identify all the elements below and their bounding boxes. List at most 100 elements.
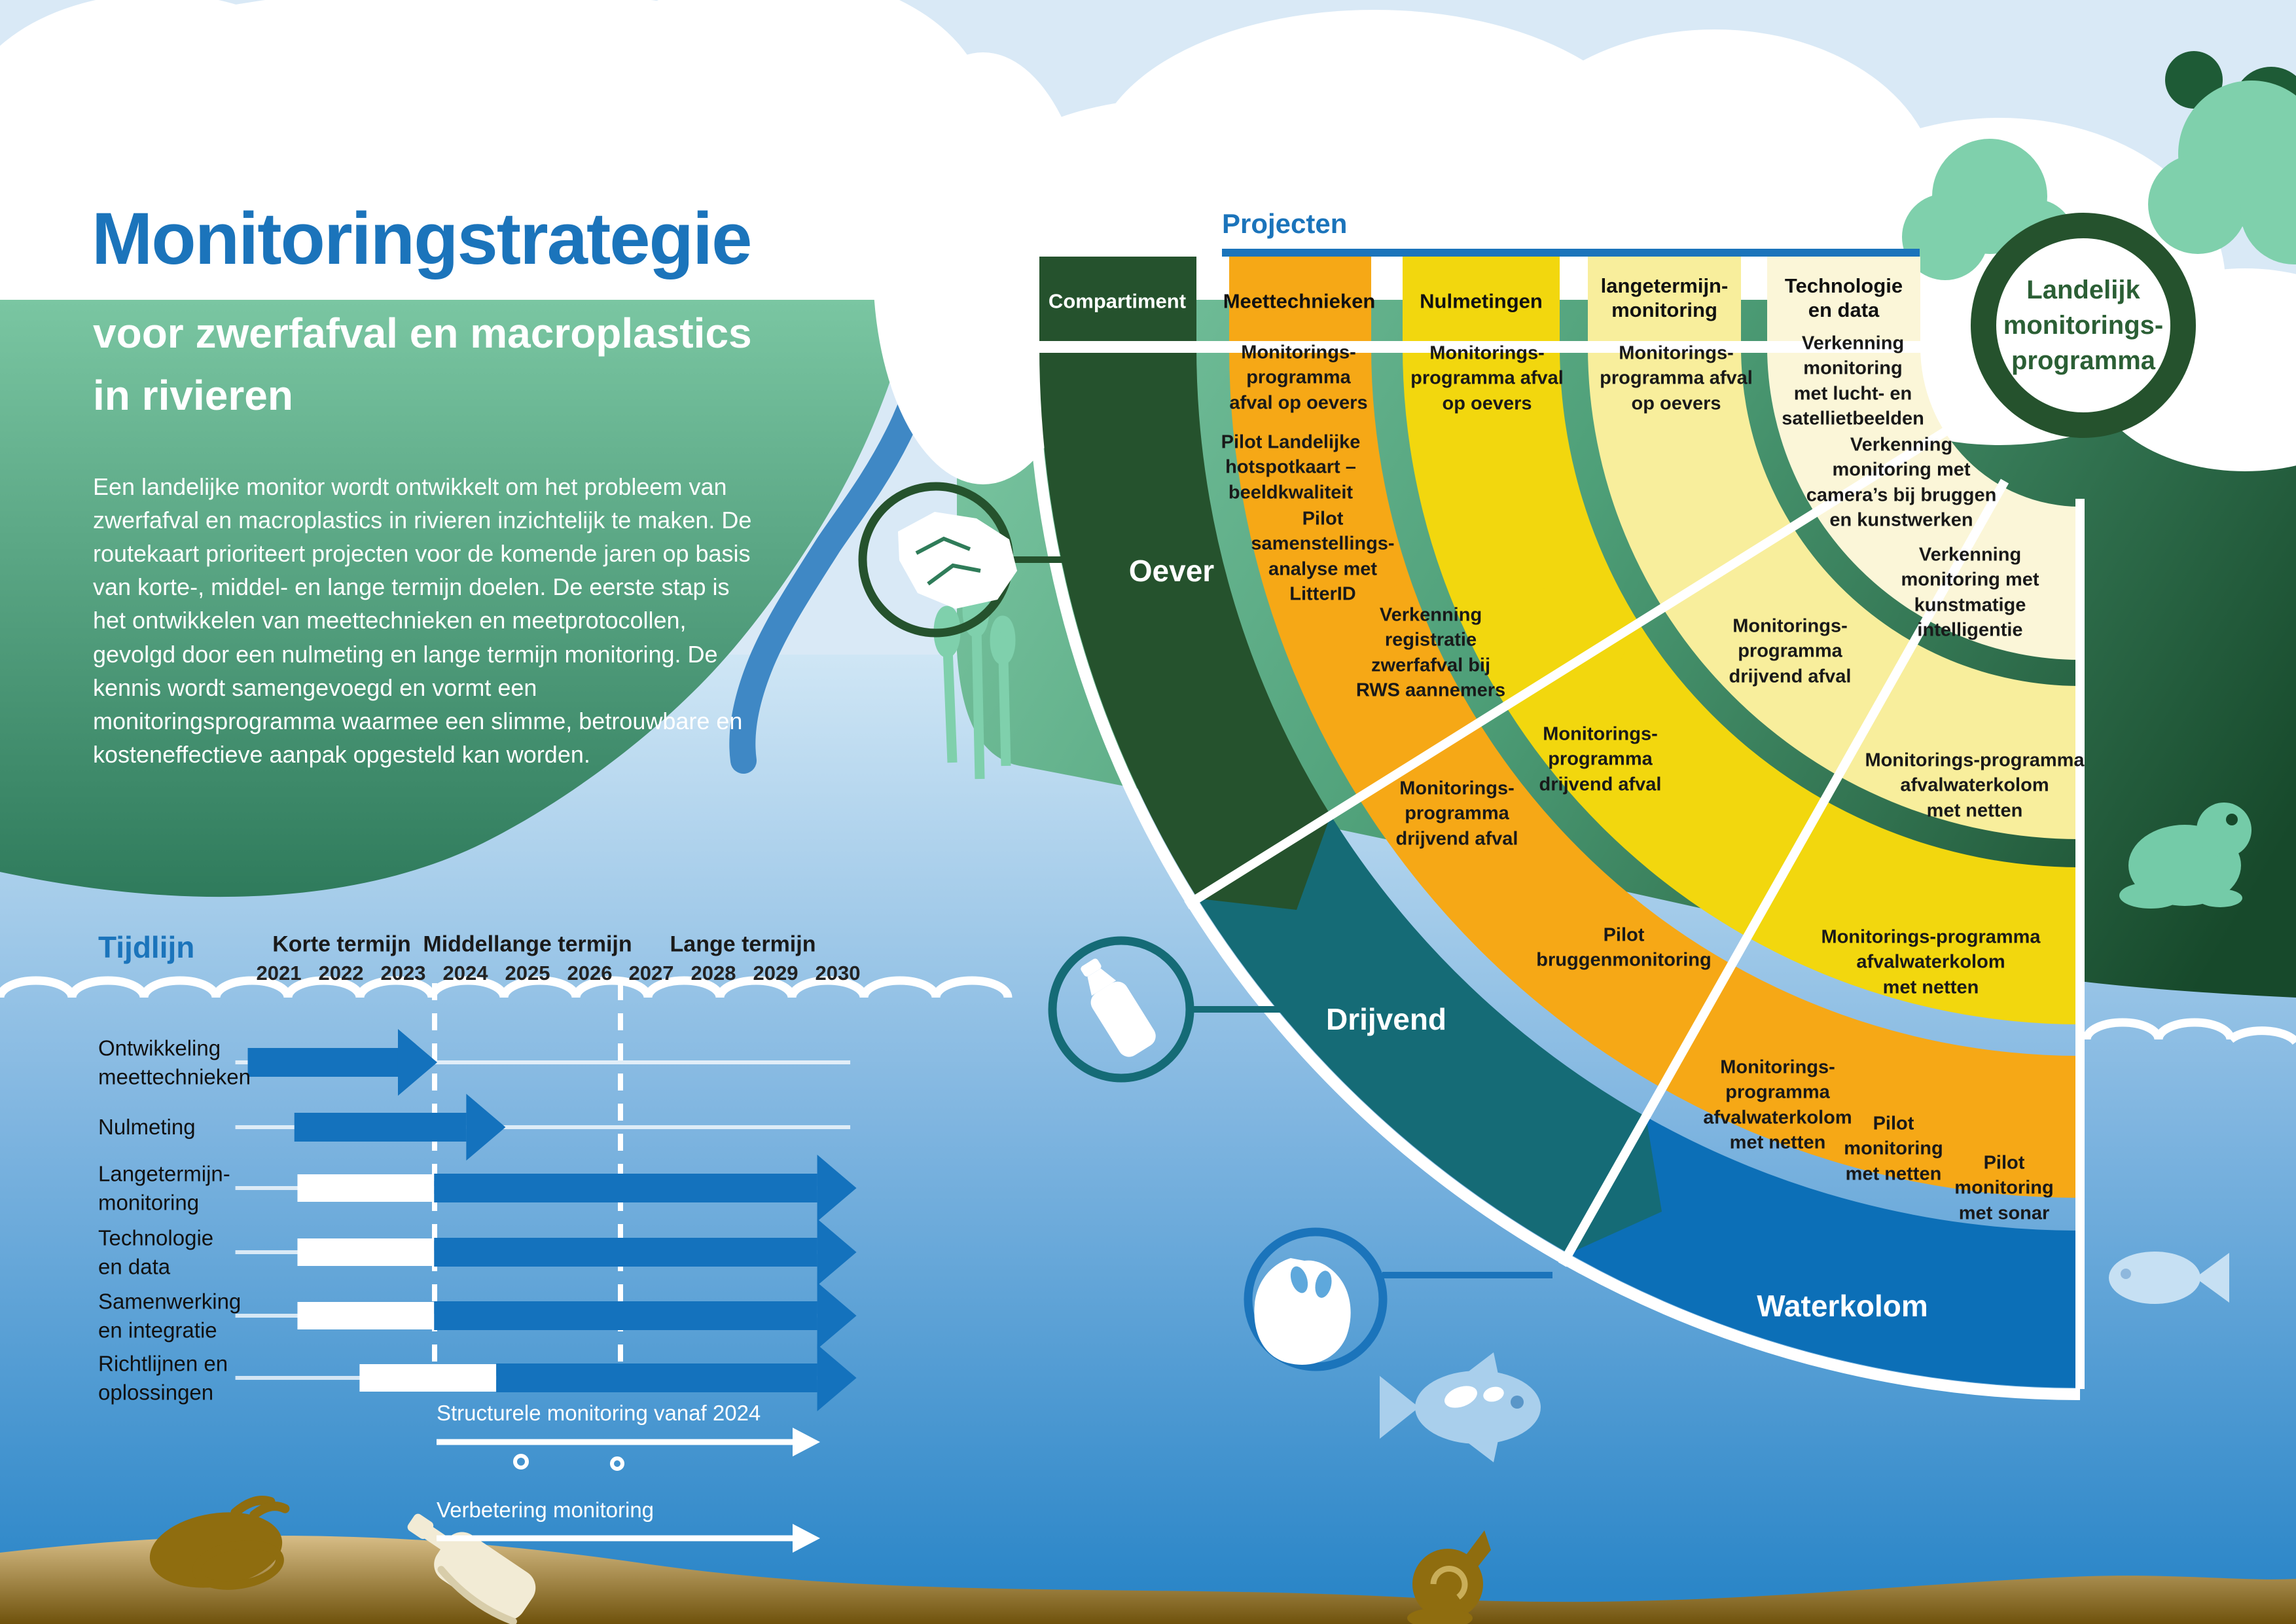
- project-label: Verkenning registratie zwerfafval bij RW…: [1355, 604, 1506, 701]
- project-label: Monitorings- programma afval op oevers: [1410, 342, 1564, 414]
- page-subtitle-line1: voor zwerfafval en macroplastics: [93, 310, 752, 357]
- bottle-icon: [1081, 958, 1156, 1057]
- timeline-row-label: Samenwerking en integratie: [98, 1289, 242, 1342]
- projecten-underline: [1222, 249, 1920, 257]
- band-nulmetingen: [1403, 257, 2080, 1024]
- project-label: Pilot monitoring met netten: [1844, 1113, 1943, 1185]
- fish-icon: [1380, 1252, 2229, 1462]
- ring-drijvend: [1197, 815, 1646, 1254]
- column-header-compartiment: Compartiment: [1048, 289, 1187, 313]
- tree-icons: [1902, 51, 2296, 280]
- gantt-arrow-body: [434, 1174, 817, 1202]
- timeline-heading: Tijdlijn: [98, 930, 195, 964]
- gantt-arrow-body: [247, 1048, 398, 1077]
- leader-waterkolom: [1244, 1227, 1552, 1371]
- project-label: Pilot Landelijke hotspotkaart – beeldkwa…: [1221, 431, 1361, 503]
- term-lange: Lange termijn: [670, 931, 816, 957]
- page-title: Monitoringstrategie: [92, 198, 752, 280]
- gantt-arrow-head: [397, 1029, 437, 1096]
- gantt-arrow-head: [817, 1219, 857, 1286]
- fan-divider-lines: [1024, 341, 2085, 1400]
- project-label: Pilot monitoring met sonar: [1954, 1152, 2054, 1224]
- gantt-arrow-body: [294, 1113, 467, 1142]
- frog-icon: [2119, 803, 2251, 909]
- timeline-row-label: Technologie en data: [98, 1225, 214, 1278]
- project-label: Monitorings- programma afvalwaterkolom m…: [1703, 1056, 1852, 1153]
- sector-label-oever: Oever: [1128, 554, 1215, 588]
- gantt-arrow-body: [434, 1301, 817, 1330]
- green-text-panel: [0, 300, 911, 897]
- year-tick: 2028: [691, 962, 736, 984]
- term-korte: Korte termijn: [272, 931, 411, 957]
- project-label: Pilot samenstellings- analyse met Litter…: [1251, 508, 1395, 605]
- landelijk-circle-fill: [1996, 238, 2170, 412]
- project-label: Monitorings- programma drijvend afval: [1729, 615, 1852, 687]
- timeline-bars: [235, 1029, 857, 1411]
- project-label: Verkenning monitoring met lucht- en sate…: [1782, 333, 1924, 429]
- sand: [0, 1536, 2296, 1624]
- timeline-footer-verbetering: Verbetering monitoring: [437, 1498, 655, 1522]
- column-header-langetermijn: langetermijn- monitoring: [1600, 274, 1729, 321]
- column-header-meettechnieken: Meettechnieken: [1223, 289, 1376, 313]
- year-tick: 2021: [256, 962, 302, 984]
- sector-label-waterkolom: Waterkolom: [1757, 1289, 1928, 1323]
- year-tick: 2023: [380, 962, 426, 984]
- bubbles: [513, 1454, 624, 1471]
- leader-oever: [858, 482, 1080, 638]
- project-label: Verkenning monitoring met kunstmatige in…: [1901, 544, 2039, 641]
- year-tick: 2030: [815, 962, 861, 984]
- wave-crests: [0, 976, 2296, 1045]
- snail-icon: [1407, 1530, 1491, 1624]
- column-header-nulmetingen: Nulmetingen: [1420, 289, 1543, 313]
- year-tick: 2027: [628, 962, 674, 984]
- gantt-arrow-body: [496, 1363, 817, 1392]
- timeline-row-label: Nulmeting: [98, 1115, 196, 1140]
- fan-diagram: [1024, 213, 2196, 1400]
- gantt-whitebar: [297, 1238, 435, 1266]
- column-header-technologie: Technologie en data: [1784, 274, 1903, 321]
- project-label: Monitorings- programma drijvend afval: [1539, 723, 1662, 795]
- timeline-row-label: Langetermijn- monitoring: [98, 1161, 230, 1214]
- timeline-footer-structurele: Structurele monitoring vanaf 2024: [437, 1401, 761, 1425]
- ring-waterkolom: [1569, 1117, 2080, 1388]
- gantt-arrow-head: [817, 1344, 857, 1411]
- timeline-row-label: Richtlijnen en oplossingen: [98, 1351, 228, 1404]
- year-tick: 2022: [318, 962, 364, 984]
- term-middellange: Middellange termijn: [423, 931, 632, 957]
- gantt-arrow-head: [817, 1282, 857, 1349]
- year-tick: 2026: [567, 962, 613, 984]
- year-tick: 2025: [505, 962, 550, 984]
- projecten-heading: Projecten: [1222, 208, 1348, 239]
- gantt-arrow-head: [466, 1094, 506, 1161]
- project-label: Pilot bruggenmonitoring: [1536, 924, 1712, 971]
- project-label: Verkenning monitoring met camera’s bij b…: [1806, 434, 1997, 531]
- landelijk-circle-label: Landelijk monitorings- programma: [2003, 276, 2164, 375]
- project-label: Monitorings- programma afval op oevers: [1600, 342, 1753, 414]
- gantt-arrow-head: [817, 1155, 857, 1221]
- page-subtitle-line2: in rivieren: [93, 372, 293, 419]
- leader-drijvend: [1048, 936, 1314, 1083]
- timeline-grid: [432, 983, 623, 1401]
- gantt-baseline: [235, 1125, 851, 1129]
- compartiment-header-box: [1039, 257, 1196, 348]
- timeline-footer-arrows: [437, 1428, 820, 1553]
- gantt-baseline: [235, 1060, 851, 1064]
- cup-lid-icon: [149, 1496, 290, 1590]
- project-label: Monitorings- programma drijvend afval: [1395, 778, 1518, 850]
- project-label: Monitorings-programma afvalwaterkolom me…: [1865, 749, 2085, 821]
- gantt-arrow-body: [434, 1238, 817, 1267]
- year-tick: 2029: [753, 962, 798, 984]
- intro-paragraph: Een landelijke monitor wordt ontwikkelt …: [93, 473, 752, 768]
- year-tick: 2024: [442, 962, 488, 984]
- project-label: Monitorings-programma afvalwaterkolom me…: [1821, 926, 2041, 998]
- gantt-whitebar: [297, 1302, 435, 1329]
- ring-oever: [1039, 347, 1331, 899]
- gantt-whitebar: [359, 1364, 497, 1392]
- sector-label-drijvend: Drijvend: [1325, 1002, 1447, 1036]
- crumpled-litter-icon: [898, 512, 1017, 609]
- project-label: Monitorings- programma afval op oevers: [1229, 342, 1368, 414]
- gantt-whitebar: [297, 1174, 435, 1202]
- plastic-bag-icon: [1254, 1258, 1351, 1365]
